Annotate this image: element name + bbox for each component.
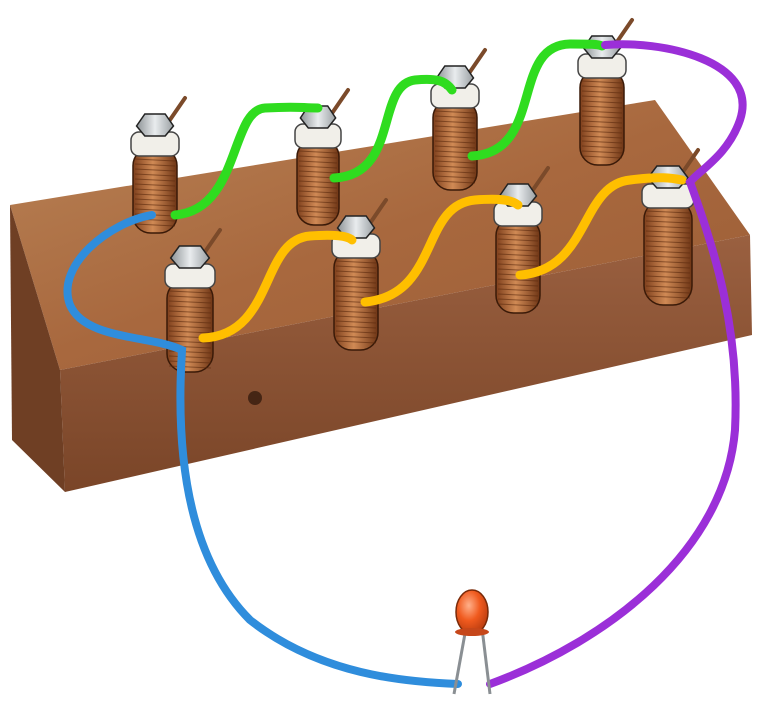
board-front-face [60, 235, 752, 492]
board-left-face [10, 205, 65, 492]
coil-back-2 [294, 88, 350, 226]
green-wire-2 [329, 74, 457, 183]
blue-wire [63, 211, 462, 688]
coil-front-2 [331, 198, 388, 351]
purple-wire [486, 40, 747, 688]
green-wire-3 [467, 39, 607, 161]
back-row-coils [130, 18, 634, 234]
yellow-wire-1 [198, 230, 357, 343]
yellow-wire-3 [515, 173, 687, 280]
yellow-wires [198, 173, 687, 343]
led-bulb [455, 589, 489, 635]
green-wire-1 [170, 102, 323, 220]
green-wires [170, 39, 607, 220]
coil-back-3 [430, 48, 487, 191]
led-component [452, 589, 492, 695]
coil-back-1 [130, 96, 187, 234]
yellow-wire-2 [360, 194, 523, 307]
